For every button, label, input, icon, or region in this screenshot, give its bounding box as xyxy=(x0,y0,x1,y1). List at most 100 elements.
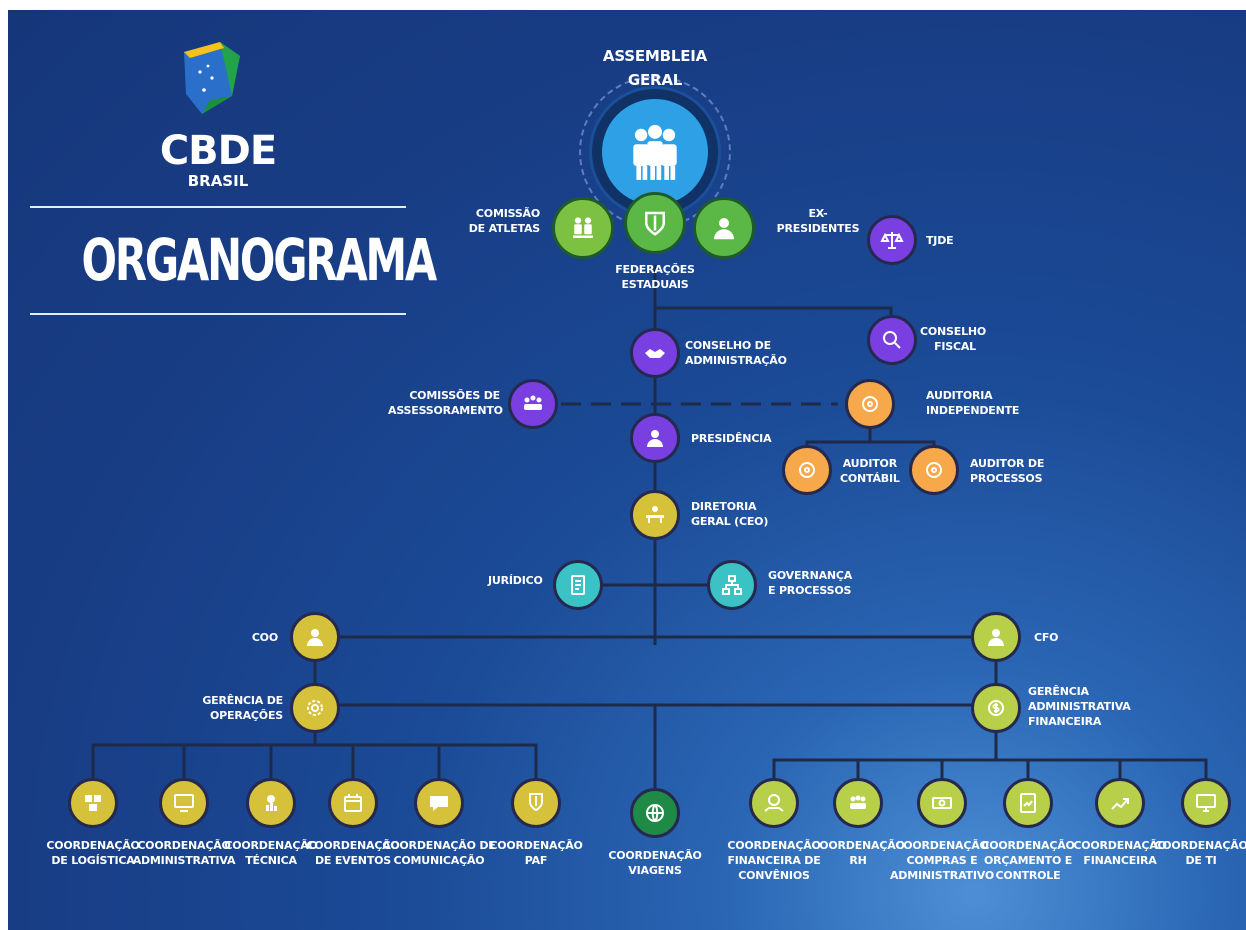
label-coord-fin-convenios: COORDENAÇÃO FINANCEIRA DE CONVÊNIOS xyxy=(727,839,821,882)
node-governanca xyxy=(707,560,757,610)
brand-country: BRASIL xyxy=(187,172,249,190)
node-presidencia xyxy=(630,413,680,463)
label-auditor-processos: AUDITOR DE PROCESSOS xyxy=(970,457,1045,485)
manager-icon xyxy=(307,629,323,646)
node-juridico xyxy=(553,560,603,610)
athletes-icon xyxy=(573,217,593,238)
node-diretoria xyxy=(630,490,680,540)
node-coord-financeira xyxy=(1095,778,1145,828)
tech-icon xyxy=(266,795,277,811)
node-coord-administrativa xyxy=(159,778,209,828)
label-governanca: GOVERNANÇA E PROCESSOS xyxy=(768,569,853,597)
audit-icon xyxy=(862,396,878,412)
node-coord-rh xyxy=(833,778,883,828)
label-coord-paf: COORDENAÇÃO PAF xyxy=(489,839,583,867)
node-comissao-atletas xyxy=(552,197,614,259)
handshake-icon xyxy=(645,349,665,358)
label-auditoria: AUDITORIA INDEPENDENTE xyxy=(926,389,1020,417)
label-federacoes: FEDERAÇÕES ESTADUAIS xyxy=(615,263,695,291)
label-conselho-admin: CONSELHO DE ADMINISTRAÇÃO xyxy=(685,339,787,367)
president-icon xyxy=(647,430,663,447)
label-coord-viagens: COORDENAÇÃO VIAGENS xyxy=(608,849,702,877)
shield-hand-icon xyxy=(529,793,543,812)
label-coord-orcamento: COORDENAÇÃO ORÇAMENTO E CONTROLE xyxy=(981,839,1075,882)
label-coord-ti: COORDENAÇÃO DE TI xyxy=(1154,839,1246,867)
gear-icon xyxy=(307,700,323,716)
label-diretoria: DIRETORIA GERAL (CEO) xyxy=(691,500,769,528)
flowchart-icon xyxy=(722,575,742,595)
label-comissao-atletas: COMISSÃO DE ATLETAS xyxy=(468,207,540,235)
label-comissoes: COMISSÕES DE ASSESSORAMENTO xyxy=(388,389,503,417)
globe-icon xyxy=(646,804,664,822)
audit-icon xyxy=(926,462,942,478)
node-auditor-contabil xyxy=(782,445,832,495)
desk-icon xyxy=(646,506,664,523)
label-gerencia-admin-fin: GERÊNCIA ADMINISTRATIVA FINANCEIRA xyxy=(1028,685,1131,728)
event-icon xyxy=(344,794,362,812)
node-gerencia-admin-fin xyxy=(971,683,1021,733)
node-coord-tecnica xyxy=(246,778,296,828)
magnifier-icon xyxy=(883,331,901,349)
divider-top xyxy=(30,206,406,208)
label-coord-comunicacao: COORDENAÇÃO DE COMUNICAÇÃO xyxy=(382,839,496,867)
node-federacoes xyxy=(624,192,686,254)
label-coord-tecnica: COORDENAÇÃO TÉCNICA xyxy=(224,839,318,867)
team-icon xyxy=(524,395,542,410)
cash-icon xyxy=(932,797,952,809)
label-tjde: TJDE xyxy=(926,234,954,247)
people-group-icon xyxy=(633,124,677,180)
node-coord-paf xyxy=(511,778,561,828)
report-icon xyxy=(1020,793,1036,813)
node-gerencia-operacoes xyxy=(290,683,340,733)
node-auditoria xyxy=(845,379,895,429)
label-coord-compras: COORDENAÇÃO COMPRAS E ADMINISTRATIVO xyxy=(889,839,995,882)
node-coord-compras xyxy=(917,778,967,828)
shield-icon xyxy=(645,211,665,236)
computer-icon xyxy=(1196,794,1216,812)
node-coord-fin-convenios xyxy=(749,778,799,828)
label-coord-administrativa: COORDENAÇÃO ADMINISTRATIVA xyxy=(132,839,236,867)
people-icon xyxy=(850,795,866,809)
audit-icon xyxy=(799,462,815,478)
label-coord-eventos: COORDENAÇÃO DE EVENTOS xyxy=(306,839,400,867)
label-coo: COO xyxy=(251,631,278,644)
node-coord-orcamento xyxy=(1003,778,1053,828)
label-presidencia: PRESIDÊNCIA xyxy=(691,432,772,445)
label-ex-presidentes: EX- PRESIDENTES xyxy=(776,207,860,235)
money-icon xyxy=(988,700,1004,716)
label-assembleia: ASSEMBLEIA GERAL xyxy=(602,47,708,89)
label-cfo: CFO xyxy=(1034,631,1059,644)
node-coord-eventos xyxy=(328,778,378,828)
monitor-icon xyxy=(174,794,194,812)
boxes-icon xyxy=(85,795,101,811)
label-juridico: JURÍDICO xyxy=(488,574,543,587)
node-cfo xyxy=(971,612,1021,662)
manager-icon xyxy=(988,629,1004,646)
node-coord-viagens xyxy=(630,788,680,838)
node-conselho-admin xyxy=(630,328,680,378)
divider-bottom xyxy=(30,313,406,315)
label-coord-logistica: COORDENAÇÃO DE LOGÍSTICA xyxy=(46,839,140,867)
connector-lines xyxy=(91,265,1208,790)
node-coord-comunicacao xyxy=(414,778,464,828)
node-coo xyxy=(290,612,340,662)
node-tjde xyxy=(867,215,917,265)
chat-icon xyxy=(430,796,448,811)
page-title: ORGANOGRAMA xyxy=(81,226,437,294)
label-coord-financeira: COORDENAÇÃO FINANCEIRA xyxy=(1073,839,1167,867)
growth-icon xyxy=(1111,798,1129,810)
label-gerencia-operacoes: GERÊNCIA DE OPERAÇÕES xyxy=(202,694,283,722)
label-coord-rh: COORDENAÇÃO RH xyxy=(811,839,905,867)
scales-icon xyxy=(880,232,904,249)
brand-name: CBDE xyxy=(159,128,277,174)
node-coord-ti xyxy=(1181,778,1231,828)
money-hand-icon xyxy=(764,794,784,812)
node-conselho-fiscal xyxy=(867,315,917,365)
cbde-shield-logo xyxy=(184,42,240,114)
org-chart-canvas: CBDE BRASIL ORGANOGRAMA ASSEMBLEIA GERAL… xyxy=(8,10,1246,930)
document-icon xyxy=(571,575,585,595)
node-coord-logistica xyxy=(68,778,118,828)
label-conselho-fiscal: CONSELHO FISCAL xyxy=(920,325,987,353)
node-comissoes xyxy=(508,379,558,429)
label-auditor-contabil: AUDITOR CONTÁBIL xyxy=(840,457,900,485)
